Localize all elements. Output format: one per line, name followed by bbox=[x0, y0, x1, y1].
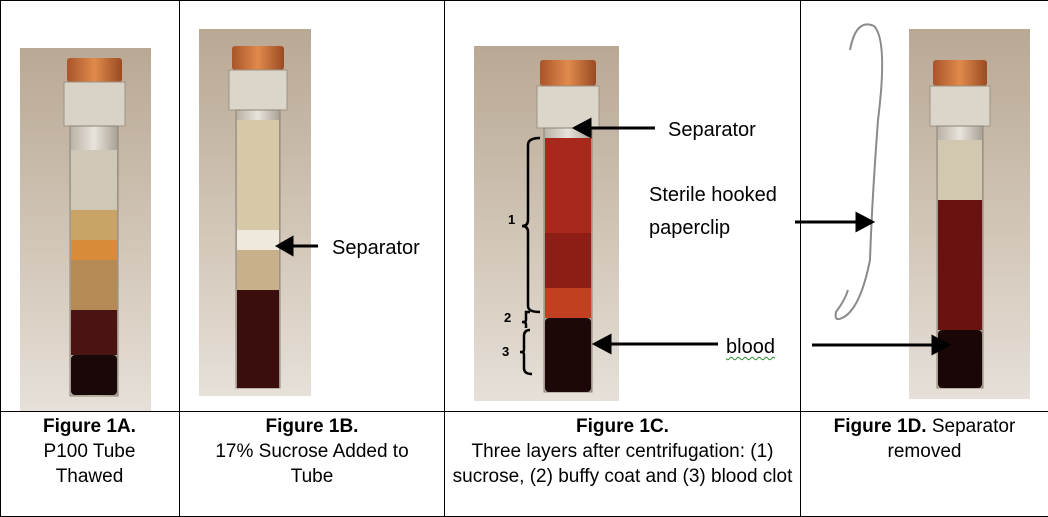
layer-mark-3: 3 bbox=[502, 344, 510, 359]
paperclip-drawing bbox=[834, 23, 884, 321]
separator-label-b: Separator bbox=[332, 237, 420, 259]
caption-divider bbox=[0, 411, 1048, 412]
caption-1c: Figure 1C. Three layers after centrifuga… bbox=[445, 414, 800, 489]
column-divider bbox=[444, 0, 445, 516]
caption-1b: Figure 1B. 17% Sucrose Added to Tube bbox=[180, 414, 444, 489]
column-divider bbox=[800, 0, 801, 516]
caption-text-1c: Three layers after centrifugation: (1) s… bbox=[452, 441, 793, 487]
paperclip-label: Sterile hooked paperclip bbox=[649, 184, 777, 239]
tube-photo-c bbox=[474, 46, 619, 401]
layer-mark-1: 1 bbox=[508, 212, 516, 227]
blood-label: blood bbox=[726, 336, 775, 358]
tube-photo-b bbox=[199, 29, 311, 396]
caption-title-1d: Figure 1D. bbox=[833, 416, 927, 437]
tube-photo-a bbox=[20, 48, 151, 411]
caption-title-1c: Figure 1C. bbox=[576, 416, 669, 437]
caption-text-1a: P100 Tube Thawed bbox=[43, 441, 136, 487]
separator-label-c: Separator bbox=[668, 119, 756, 141]
caption-1a: Figure 1A. P100 Tube Thawed bbox=[0, 414, 179, 489]
annotation-arrows bbox=[274, 117, 952, 356]
caption-title-1a: Figure 1A. bbox=[43, 416, 136, 437]
caption-text-1d: Separator removed bbox=[887, 416, 1016, 462]
caption-title-1b: Figure 1B. bbox=[265, 416, 359, 437]
column-divider bbox=[179, 0, 180, 516]
caption-text-1b: 17% Sucrose Added to Tube bbox=[215, 441, 409, 487]
layer-brackets bbox=[519, 136, 541, 376]
layer-mark-2: 2 bbox=[504, 310, 512, 325]
caption-1d: Figure 1D. Separator removed bbox=[801, 414, 1048, 464]
